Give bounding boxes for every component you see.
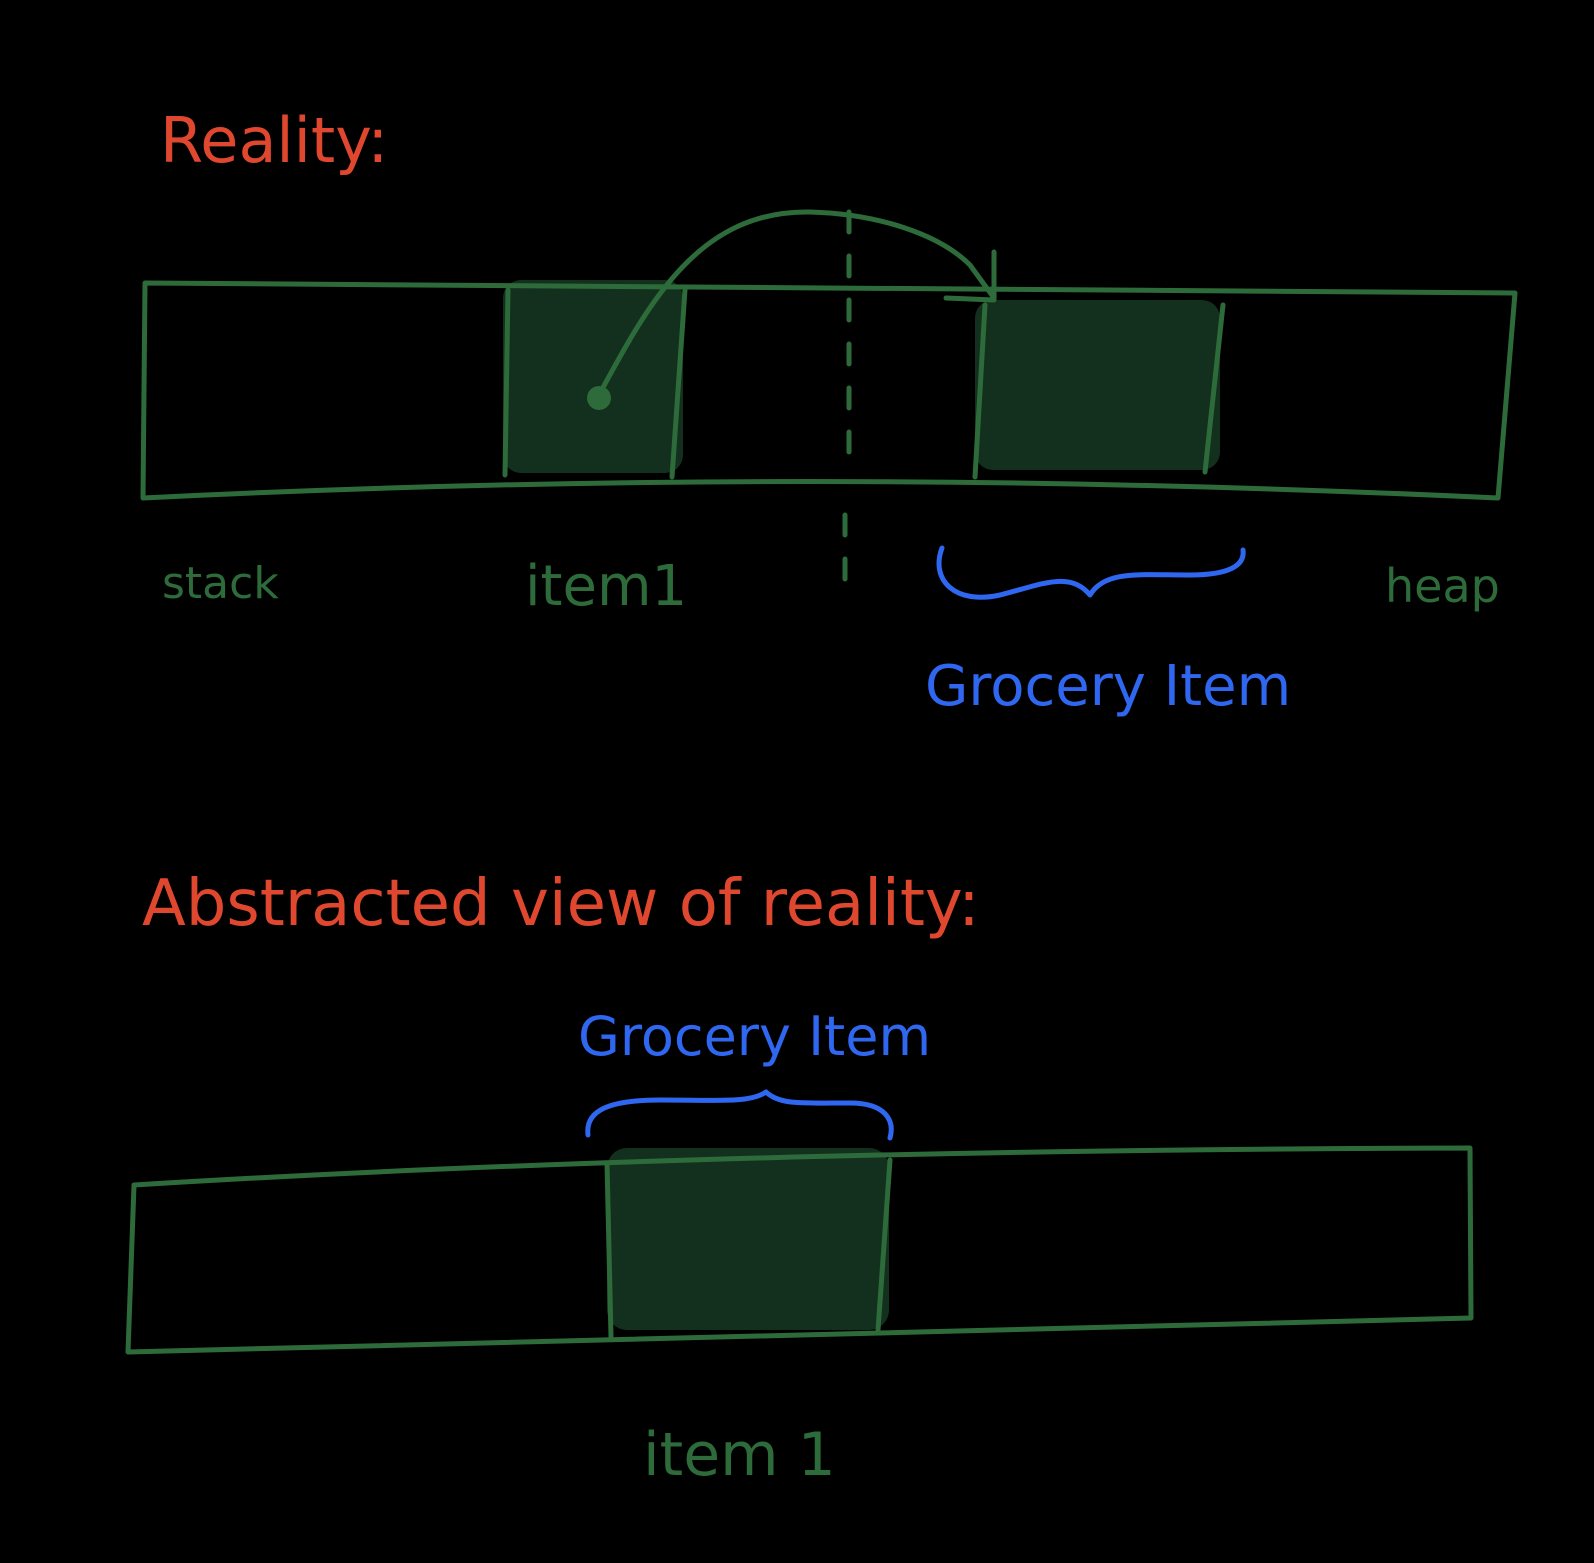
abstracted-grocery-item-brace: [585, 1089, 894, 1141]
abstracted-grocery-item-label: Grocery Item: [578, 1005, 931, 1068]
abstracted-item1-cell-left-divider: [604, 1160, 614, 1340]
item1-cell-fill: [503, 280, 683, 473]
pointer-arrow-head: [943, 249, 997, 303]
reality-heading: Reality:: [160, 104, 388, 177]
abstracted-item1-cell-fill: [607, 1148, 889, 1330]
grocery-item-label: Grocery Item: [925, 654, 1291, 719]
abstracted-section: Abstracted view of reality: Grocery Item…: [125, 867, 1474, 1490]
pointer-arrow: [596, 209, 997, 398]
abstracted-memory-strip-outline: [125, 1145, 1474, 1355]
abstracted-item1-label: item 1: [643, 1420, 836, 1490]
abstracted-item1-cell-right-divider: [875, 1157, 893, 1333]
stack-label: stack: [162, 558, 279, 609]
grocery-item-cell-left-divider: [972, 302, 988, 480]
item1-label: item1: [525, 554, 687, 619]
item1-cell-right-divider: [669, 287, 688, 480]
grocery-item-cell-right-divider: [1202, 302, 1226, 475]
item1-cell-left-divider: [502, 287, 511, 478]
memory-strip-outline: [140, 280, 1518, 501]
pointer-origin-dot: [587, 386, 611, 410]
abstracted-heading: Abstracted view of reality:: [142, 867, 980, 941]
grocery-item-cell-fill: [975, 300, 1220, 470]
heap-label: heap: [1385, 559, 1500, 613]
grocery-item-brace: [936, 545, 1246, 600]
reality-section: Reality: stack item1 heap Grocery Item: [140, 104, 1518, 719]
